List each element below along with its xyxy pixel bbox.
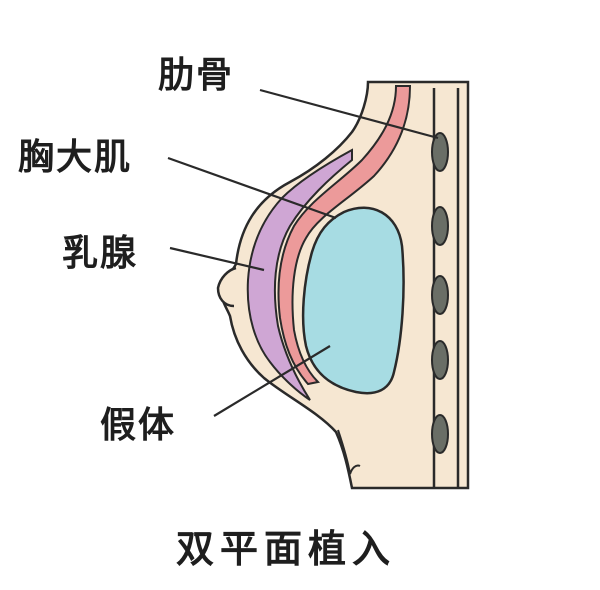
- rib-section: [432, 341, 448, 379]
- breast-implant: [303, 208, 403, 393]
- label-gland: 乳腺: [62, 236, 138, 272]
- rib-section: [432, 276, 448, 314]
- label-rib: 肋骨: [158, 58, 234, 94]
- nipple: [218, 268, 236, 306]
- label-pectoralis: 胸大肌: [18, 140, 132, 176]
- label-implant: 假体: [100, 408, 176, 444]
- rib-section: [432, 133, 448, 171]
- rib-section: [432, 207, 448, 245]
- diagram-title: 双平面植入: [176, 530, 396, 568]
- rib-section: [432, 415, 448, 453]
